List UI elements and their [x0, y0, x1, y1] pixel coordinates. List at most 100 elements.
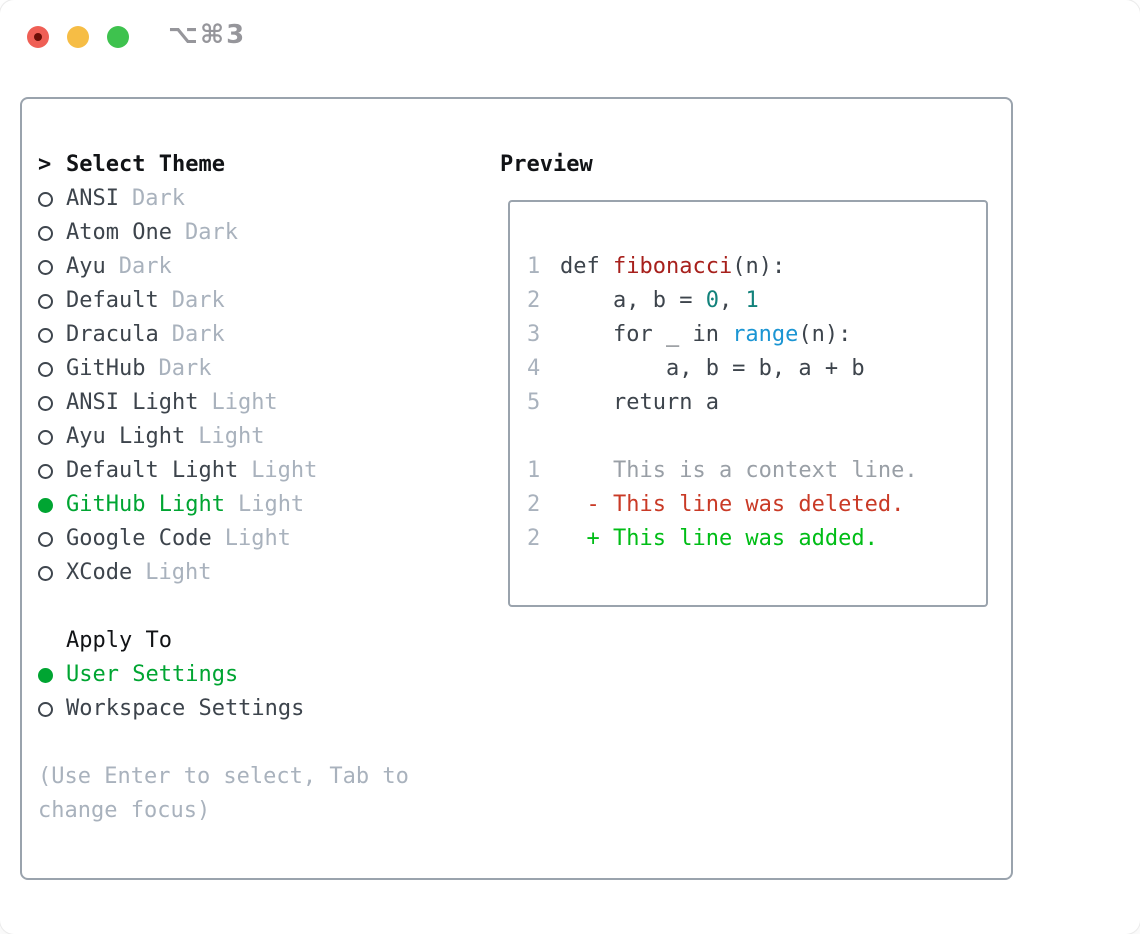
apply-option-label: Workspace Settings	[66, 696, 305, 721]
window-shortcut-label: ⌥⌘3	[168, 20, 247, 50]
cursor-caret-slot: >	[38, 148, 66, 182]
theme-option-ayu[interactable]: Ayu Dark	[38, 250, 488, 284]
theme-variant-tag: Light	[211, 390, 278, 415]
code-token-num: 0	[705, 288, 719, 313]
theme-variant-tag: Light	[224, 526, 291, 551]
apply-to-heading: Apply To	[38, 624, 488, 658]
selected-radio-icon	[38, 667, 53, 683]
radio-icon	[38, 327, 53, 343]
close-button[interactable]	[27, 26, 49, 48]
code-line: 2 - This line was deleted.	[510, 488, 986, 522]
line-number: 1	[527, 458, 541, 483]
radio-slot	[38, 259, 66, 275]
code-line	[510, 420, 986, 454]
traffic-lights	[27, 26, 129, 48]
radio-icon	[38, 565, 53, 581]
radio-slot	[38, 225, 66, 241]
radio-slot	[38, 463, 66, 479]
radio-slot	[38, 293, 66, 309]
radio-slot	[38, 191, 66, 207]
code-line: 2 a, b = 0, 1	[510, 284, 986, 318]
radio-slot	[38, 361, 66, 377]
line-number: 1	[527, 254, 541, 279]
radio-icon	[38, 225, 53, 241]
theme-option-label: Dracula	[66, 322, 159, 347]
code-line: 5 return a	[510, 386, 986, 420]
code-line: 3 for _ in range(n):	[510, 318, 986, 352]
code-token-plain: ,	[718, 288, 746, 313]
radio-icon	[38, 429, 53, 445]
theme-option-google-code[interactable]: Google Code Light	[38, 522, 488, 556]
radio-icon	[38, 395, 53, 411]
theme-option-default-light[interactable]: Default Light Light	[38, 454, 488, 488]
code-token-func: fibonacci	[612, 254, 733, 279]
radio-icon	[38, 293, 53, 309]
select-theme-heading: > Select Theme	[38, 148, 488, 182]
apply-option-user-settings[interactable]: User Settings	[38, 658, 488, 692]
code-line: 2 + This line was added.	[510, 522, 986, 556]
line-number: 2	[527, 526, 541, 551]
code-token-plain: a, b = b, a + b	[560, 356, 865, 381]
theme-variant-tag: Dark	[158, 356, 212, 381]
line-number: 5	[527, 390, 541, 415]
line-number: 2	[527, 288, 541, 313]
theme-option-label: Default Light	[66, 458, 239, 483]
cursor-caret: >	[38, 152, 52, 177]
code-token-plain: (n):	[732, 254, 786, 279]
line-number: 4	[527, 356, 541, 381]
radio-slot	[38, 565, 66, 581]
radio-slot	[38, 429, 66, 445]
code-token-plain: for _ in	[560, 322, 733, 347]
code-token-plain: def	[560, 254, 613, 279]
code-line: 1 def fibonacci(n):	[510, 250, 986, 284]
theme-variant-tag: Light	[251, 458, 318, 483]
selected-radio-icon	[38, 497, 53, 513]
radio-icon	[38, 531, 53, 547]
code-token-plain: a, b =	[560, 288, 706, 313]
radio-slot	[38, 327, 66, 343]
radio-slot	[38, 701, 66, 717]
theme-option-label: Ayu	[66, 254, 106, 279]
theme-variant-tag: Dark	[171, 288, 225, 313]
theme-variant-tag: Light	[145, 560, 212, 585]
code-line: 4 a, b = b, a + b	[510, 352, 986, 386]
spacer	[38, 590, 488, 624]
radio-slot	[38, 497, 66, 513]
theme-option-label: Ayu Light	[66, 424, 186, 449]
line-number: 3	[527, 322, 541, 347]
code-token-deleted: - This line was deleted.	[560, 492, 905, 517]
radio-icon	[38, 259, 53, 275]
radio-icon	[38, 463, 53, 479]
code-token-builtin: range	[732, 322, 799, 347]
line-number: 2	[527, 492, 541, 517]
theme-option-label: Google Code	[66, 526, 212, 551]
code-token-context: This is a context line.	[560, 458, 918, 483]
zoom-button[interactable]	[107, 26, 129, 48]
minimize-button[interactable]	[67, 26, 89, 48]
theme-variant-tag: Dark	[118, 254, 172, 279]
apply-option-workspace-settings[interactable]: Workspace Settings	[38, 692, 488, 726]
theme-variant-tag: Dark	[184, 220, 238, 245]
apply-to-heading-label: Apply To	[66, 628, 172, 653]
spacer	[38, 726, 488, 760]
theme-variant-tag: Dark	[131, 186, 185, 211]
code-line: 1 This is a context line.	[510, 454, 986, 488]
theme-option-label: ANSI	[66, 186, 119, 211]
theme-option-ansi[interactable]: ANSI Dark	[38, 182, 488, 216]
apply-option-label: User Settings	[66, 662, 239, 687]
hint-text: (Use Enter to select, Tab to change focu…	[38, 764, 409, 823]
